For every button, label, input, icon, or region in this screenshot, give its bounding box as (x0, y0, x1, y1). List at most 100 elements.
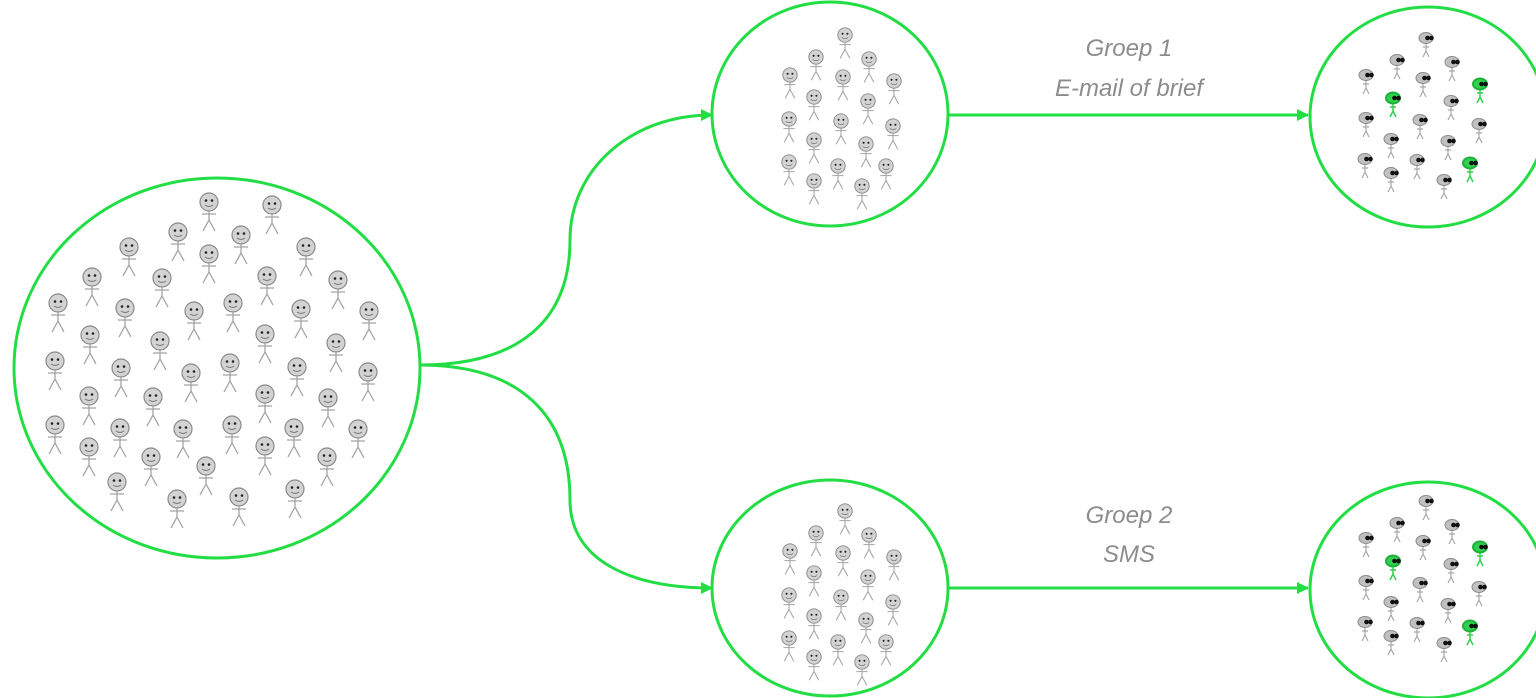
person-figure (196, 456, 216, 496)
group-2-result-people (1357, 495, 1488, 663)
person-figure (806, 565, 822, 597)
person-figure (1471, 581, 1487, 607)
person-figure (1443, 95, 1459, 121)
group-2-channel: SMS (1103, 541, 1155, 568)
group-2-result-circle (1308, 480, 1536, 698)
person-figure (1383, 630, 1399, 656)
converted-person-figure (1472, 77, 1488, 104)
person-figure (806, 89, 822, 121)
person-figure (781, 587, 797, 619)
person-figure (255, 324, 275, 364)
person-figure (359, 301, 379, 341)
person-figure (255, 436, 275, 476)
person-figure (833, 113, 849, 145)
person-figure (1443, 558, 1459, 584)
person-figure (1440, 598, 1456, 624)
person-figure (886, 549, 902, 581)
person-figure (119, 237, 139, 277)
person-figure (858, 136, 874, 168)
group-2-title: Groep 2 (1086, 502, 1173, 529)
person-figure (181, 363, 201, 403)
person-figure (806, 649, 822, 681)
person-figure (45, 351, 65, 391)
person-figure (45, 415, 65, 455)
person-figure (854, 178, 870, 210)
person-figure (199, 244, 219, 284)
converted-person-figure (1385, 554, 1401, 581)
population-circle (12, 176, 422, 560)
person-figure (220, 353, 240, 393)
person-figure (291, 299, 311, 339)
group-2-circle (710, 478, 950, 698)
person-figure (1418, 495, 1434, 521)
person-figure (199, 192, 219, 232)
person-figure (782, 543, 798, 575)
person-figure (1383, 596, 1399, 622)
person-figure (833, 589, 849, 621)
person-figure (781, 111, 797, 143)
person-figure (1389, 517, 1405, 543)
person-figure (1357, 153, 1373, 179)
person-figure (1357, 616, 1373, 642)
person-figure (296, 237, 316, 277)
person-figure (317, 447, 337, 487)
person-figure (1409, 617, 1425, 643)
person-figure (222, 415, 242, 455)
person-figure (1418, 32, 1434, 58)
person-figure (806, 608, 822, 640)
person-figure (143, 387, 163, 427)
person-figure (1358, 532, 1374, 558)
person-figure (141, 447, 161, 487)
person-figure (80, 325, 100, 365)
person-figure (1444, 56, 1460, 82)
person-figure (110, 418, 130, 458)
split-arrow-group-1 (419, 109, 713, 367)
person-figure (878, 158, 894, 190)
person-figure (781, 630, 797, 662)
person-figure (782, 67, 798, 99)
person-figure (285, 479, 305, 519)
person-figure (878, 634, 894, 666)
converted-person-figure (1462, 156, 1478, 183)
person-figure (835, 545, 851, 577)
person-figure (858, 612, 874, 644)
person-figure (284, 418, 304, 458)
person-figure (1389, 54, 1405, 80)
converted-person-figure (1472, 540, 1488, 567)
person-figure (1358, 112, 1374, 138)
person-figure (1358, 575, 1374, 601)
person-figure (1444, 519, 1460, 545)
person-figure (1471, 118, 1487, 144)
person-figure (885, 594, 901, 626)
group-1-channel: E-mail of brief (1055, 75, 1205, 102)
person-figure (885, 118, 901, 150)
person-figure (830, 158, 846, 190)
group-1-result-people (1357, 32, 1488, 200)
person-figure (328, 270, 348, 310)
group-1-circle (710, 0, 950, 228)
group-2-people (781, 503, 902, 686)
person-figure (781, 154, 797, 186)
person-figure (837, 503, 853, 535)
person-figure (1440, 135, 1456, 161)
person-figure (79, 437, 99, 477)
person-figure (326, 333, 346, 373)
person-figure (107, 472, 127, 512)
person-figure (167, 489, 187, 529)
person-figure (152, 268, 172, 308)
group-1-people (781, 27, 902, 210)
person-figure (1436, 174, 1452, 200)
person-figure (184, 301, 204, 341)
person-figure (48, 293, 68, 333)
person-figure (1383, 167, 1399, 193)
person-figure (262, 195, 282, 235)
person-figure (830, 634, 846, 666)
person-figure (82, 267, 102, 307)
person-figure (861, 51, 877, 83)
person-figure (1409, 154, 1425, 180)
person-figure (257, 266, 277, 306)
person-figure (1415, 535, 1431, 561)
person-figure (231, 225, 251, 265)
converted-person-figure (1462, 619, 1478, 646)
